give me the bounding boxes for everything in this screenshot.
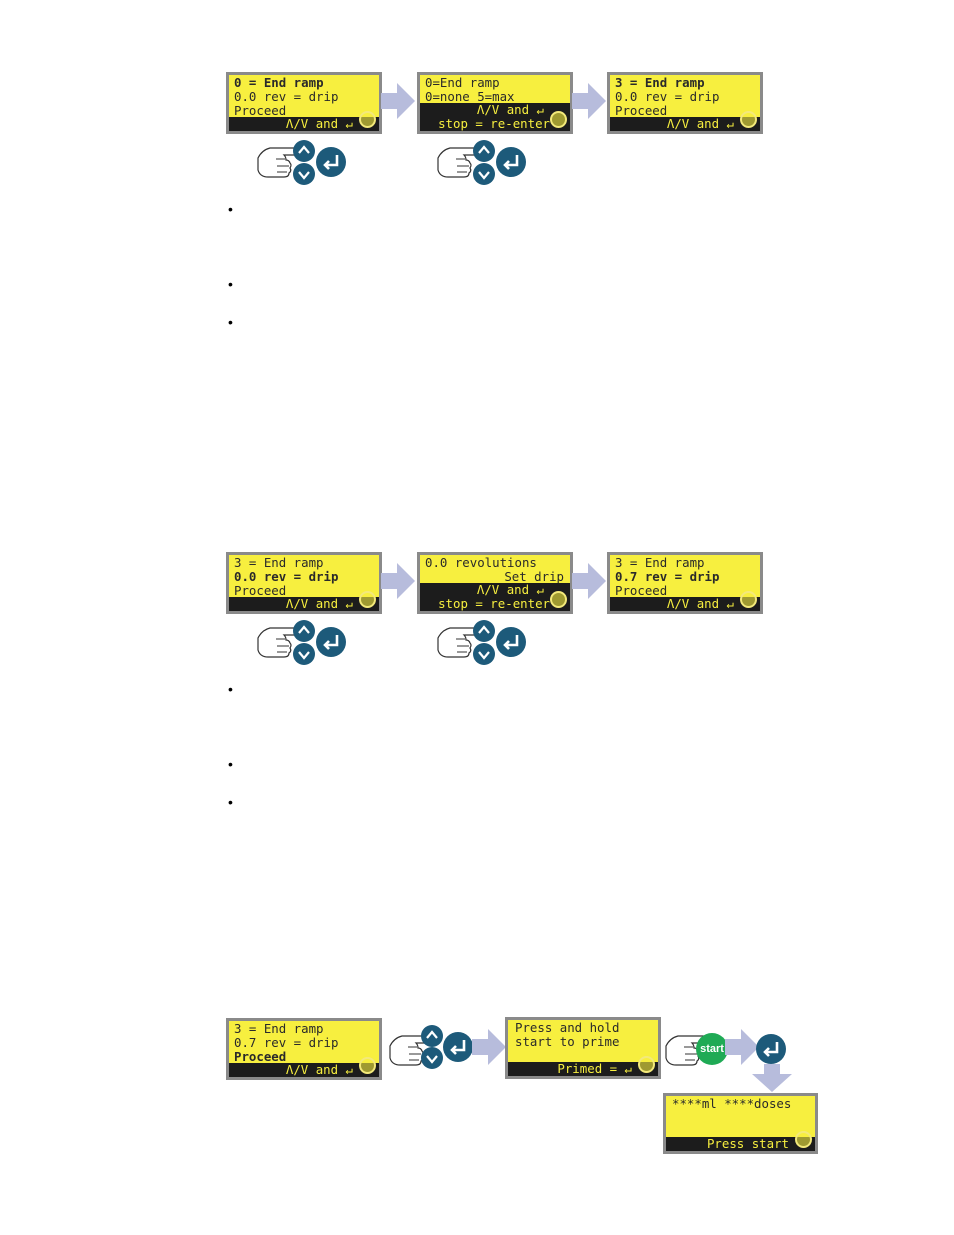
softkey-ring-icon xyxy=(638,1056,655,1073)
flow-arrow-icon xyxy=(472,1029,506,1065)
bullet-point: • xyxy=(228,276,233,292)
flow-arrow-icon xyxy=(381,563,415,599)
lcd-screen-set-drip: 0.0 revolutions Set drip Λ/V and ↵ stop … xyxy=(417,552,573,614)
lcd-line: = End ramp xyxy=(622,75,705,90)
lcd-line: 0.0 rev = drip xyxy=(234,89,339,104)
flow-arrow-icon xyxy=(572,83,606,119)
lcd-line: 3 = End ramp xyxy=(234,555,324,570)
lcd-softkey-line: Λ/V and ↵ xyxy=(285,1062,353,1077)
bullet-point: • xyxy=(228,201,233,217)
softkey-ring-icon xyxy=(795,1131,812,1148)
lcd-softkey-line: Press start xyxy=(706,1136,789,1151)
softkey-ring-icon xyxy=(740,111,757,128)
softkey-ring-icon xyxy=(359,1057,376,1074)
lcd-line: 0.7 rev = drip xyxy=(234,1035,339,1050)
enter-key-icon[interactable] xyxy=(495,626,527,658)
enter-key-icon[interactable] xyxy=(315,626,347,658)
lcd-softkey-line: stop = re-enter xyxy=(438,596,550,611)
start-key-label: start xyxy=(700,1043,724,1055)
enter-key-icon[interactable] xyxy=(315,146,347,178)
lcd-line: Press and hold xyxy=(515,1020,620,1035)
bullet-point: • xyxy=(228,756,233,772)
up-arrow-key-icon[interactable] xyxy=(472,139,496,163)
lcd-line: Proceed xyxy=(234,583,287,598)
lcd-line: Set drip xyxy=(504,569,564,584)
lcd-line: 3 xyxy=(615,75,623,90)
lcd-line: ****ml ****doses xyxy=(672,1096,792,1111)
lcd-line: 0 xyxy=(234,75,242,90)
lcd-line: 3 = End ramp xyxy=(234,1021,324,1036)
up-arrow-key-icon[interactable] xyxy=(292,619,316,643)
lcd-screen-drip-0: 3 = End ramp 0.0 rev = drip Proceed Λ/V … xyxy=(226,552,382,614)
lcd-line: 0.7 rev = drip xyxy=(615,569,720,584)
enter-key-icon[interactable] xyxy=(442,1031,474,1063)
down-arrow-key-icon[interactable] xyxy=(292,642,316,666)
lcd-line: start to prime xyxy=(515,1034,620,1049)
down-arrow-key-icon[interactable] xyxy=(472,162,496,186)
lcd-line: Proceed xyxy=(615,583,668,598)
enter-key-icon[interactable] xyxy=(755,1033,787,1065)
lcd-line: 0=End ramp xyxy=(425,75,500,90)
bullet-point: • xyxy=(228,314,233,330)
lcd-softkey-line: Λ/V and ↵ xyxy=(476,582,544,597)
lcd-screen-prime: Press and hold start to prime Primed = ↵ xyxy=(505,1017,661,1079)
flow-arrow-icon xyxy=(572,563,606,599)
down-arrow-key-icon[interactable] xyxy=(292,162,316,186)
lcd-softkey-line: Λ/V and ↵ xyxy=(285,596,353,611)
lcd-line: 0.0 rev = drip xyxy=(234,569,339,584)
up-arrow-key-icon[interactable] xyxy=(292,139,316,163)
lcd-screen-doses: ****ml ****doses Press start xyxy=(663,1093,818,1154)
lcd-softkey-line: Λ/V and ↵ xyxy=(476,102,544,117)
lcd-line: Proceed xyxy=(615,103,668,118)
lcd-softkey-line: Λ/V and ↵ xyxy=(285,116,353,131)
lcd-screen-drip-0-7: 3 = End ramp 0.7 rev = drip Proceed Λ/V … xyxy=(607,552,763,614)
lcd-screen-end-ramp-0: 0 = End ramp 0.0 rev = drip Proceed Λ/V … xyxy=(226,72,382,134)
lcd-screen-end-ramp-3: 3 = End ramp 0.0 rev = drip Proceed Λ/V … xyxy=(607,72,763,134)
lcd-softkey-line: Λ/V and ↵ xyxy=(666,596,734,611)
lcd-line: 0.0 rev = drip xyxy=(615,89,720,104)
flow-arrow-down-icon xyxy=(752,1064,792,1092)
down-arrow-key-icon[interactable] xyxy=(472,642,496,666)
lcd-line: = End ramp xyxy=(241,75,324,90)
bullet-point: • xyxy=(228,681,233,697)
softkey-ring-icon xyxy=(359,111,376,128)
softkey-ring-icon xyxy=(740,591,757,608)
enter-key-icon[interactable] xyxy=(495,146,527,178)
up-arrow-key-icon[interactable] xyxy=(472,619,496,643)
lcd-softkey-line: Primed = ↵ xyxy=(557,1061,632,1076)
start-key-icon[interactable]: start xyxy=(696,1033,728,1065)
lcd-line: 3 = End ramp xyxy=(615,555,705,570)
softkey-ring-icon xyxy=(550,591,567,608)
flow-arrow-icon xyxy=(381,83,415,119)
lcd-line: 0=none 5=max xyxy=(425,89,515,104)
down-arrow-key-icon[interactable] xyxy=(420,1046,444,1070)
lcd-softkey-line: Λ/V and ↵ xyxy=(666,116,734,131)
lcd-line: Proceed xyxy=(234,103,287,118)
lcd-screen-end-ramp-range: 0=End ramp 0=none 5=max Λ/V and ↵ stop =… xyxy=(417,72,573,134)
lcd-softkey-line: stop = re-enter xyxy=(438,116,550,131)
lcd-screen-proceed: 3 = End ramp 0.7 rev = drip Proceed Λ/V … xyxy=(226,1018,382,1080)
softkey-ring-icon xyxy=(359,591,376,608)
lcd-line: 0.0 revolutions xyxy=(425,555,537,570)
bullet-point: • xyxy=(228,794,233,810)
up-arrow-key-icon[interactable] xyxy=(420,1024,444,1048)
flow-arrow-icon xyxy=(725,1029,759,1065)
softkey-ring-icon xyxy=(550,111,567,128)
lcd-line: Proceed xyxy=(234,1049,287,1064)
